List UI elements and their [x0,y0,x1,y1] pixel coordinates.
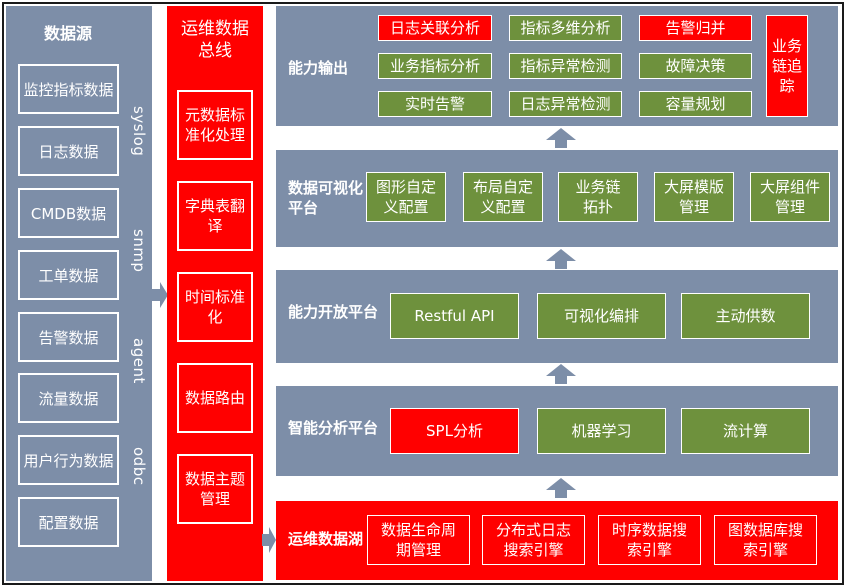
output-metric-anomaly: 指标异常检测 [509,53,622,79]
lake-timeseries-search: 时序数据搜索引擎 [598,515,701,565]
lake-graphdb-search: 图数据库搜索引擎 [714,515,817,565]
layer-title-analysis: 智能分析平台 [288,419,379,437]
layer-capability-open: 能力开放平台 Restful API 可视化编排 主动供数 [276,270,838,363]
output-realtime-alert: 实时告警 [378,91,492,117]
data-bus-column: 运维数据总线 元数据标准化处理 字典表翻译 时间标准化 数据路由 数据主题管理 [167,6,263,581]
visual-graphic-config: 图形自定义配置 [366,172,446,222]
arrow-up-icon [546,478,576,498]
data-source-column: 数据源 监控指标数据 日志数据 CMDB数据 工单数据 告警数据 流量数据 用户… [6,6,152,581]
protocol-odbc: odbc [130,446,148,486]
source-item-traffic: 流量数据 [18,373,119,423]
bus-item-time: 时间标准化 [177,272,253,342]
layer-title-open: 能力开放平台 [288,303,379,321]
output-capacity-planning: 容量规划 [639,91,752,117]
analysis-machine-learning: 机器学习 [537,408,666,454]
analysis-spl: SPL分析 [390,408,519,454]
output-log-anomaly: 日志异常检测 [509,91,622,117]
bus-item-routing: 数据路由 [177,363,253,433]
visual-business-topology: 业务链拓扑 [558,172,638,222]
protocol-syslog: syslog [130,105,148,157]
lake-distributed-log-search: 分布式日志搜索引擎 [482,515,585,565]
arrow-up-icon [546,128,576,148]
arrow-right-icon [262,527,276,553]
source-item-alerts: 告警数据 [18,312,119,362]
bus-title: 运维数据总线 [181,19,249,61]
protocol-agent: agent [130,338,148,384]
source-item-logs: 日志数据 [18,126,119,176]
output-business-trace: 业务链追踪 [766,15,808,117]
bus-item-topic: 数据主题管理 [177,454,253,524]
layer-title-output: 能力输出 [288,59,349,77]
bus-item-dictionary: 字典表翻译 [177,181,253,251]
output-alert-merge: 告警归并 [639,15,752,41]
protocol-snmp: snmp [130,229,148,273]
layer-ops-data-lake: 运维数据湖 数据生命周期管理 分布式日志搜索引擎 时序数据搜索引擎 图数据库搜索… [276,501,838,580]
visual-screen-template: 大屏模版管理 [654,172,734,222]
output-fault-decision: 故障决策 [639,53,752,79]
open-active-supply: 主动供数 [681,293,810,339]
lake-lifecycle: 数据生命周期管理 [367,515,470,565]
visual-screen-component: 大屏组件管理 [750,172,830,222]
output-metric-multidim: 指标多维分析 [509,15,622,41]
source-item-config: 配置数据 [18,497,119,547]
output-log-correlation: 日志关联分析 [378,15,492,41]
output-business-metric: 业务指标分析 [378,53,492,79]
open-restful-api: Restful API [390,293,519,339]
layer-title-visual: 数据可视化平台 [288,179,364,217]
arrow-right-icon [152,282,168,308]
source-item-cmdb: CMDB数据 [18,188,119,238]
layer-capability-output: 能力输出 日志关联分析 指标多维分析 告警归并 业务指标分析 指标异常检测 故障… [276,6,838,126]
data-source-title: 数据源 [43,24,92,43]
source-item-tickets: 工单数据 [18,250,119,300]
layer-title-lake: 运维数据湖 [288,530,364,548]
arrow-up-icon [546,249,576,269]
source-item-user-behavior: 用户行为数据 [18,435,119,485]
layer-data-visualization: 数据可视化平台 图形自定义配置 布局自定义配置 业务链拓扑 大屏模版管理 大屏组… [276,150,838,247]
source-item-metrics: 监控指标数据 [18,64,119,114]
open-visual-orchestration: 可视化编排 [537,293,666,339]
analysis-stream-compute: 流计算 [681,408,810,454]
visual-layout-config: 布局自定义配置 [463,172,543,222]
layer-intelligent-analysis: 智能分析平台 SPL分析 机器学习 流计算 [276,386,838,476]
arrow-up-icon [546,364,576,384]
bus-item-metadata: 元数据标准化处理 [177,90,253,160]
